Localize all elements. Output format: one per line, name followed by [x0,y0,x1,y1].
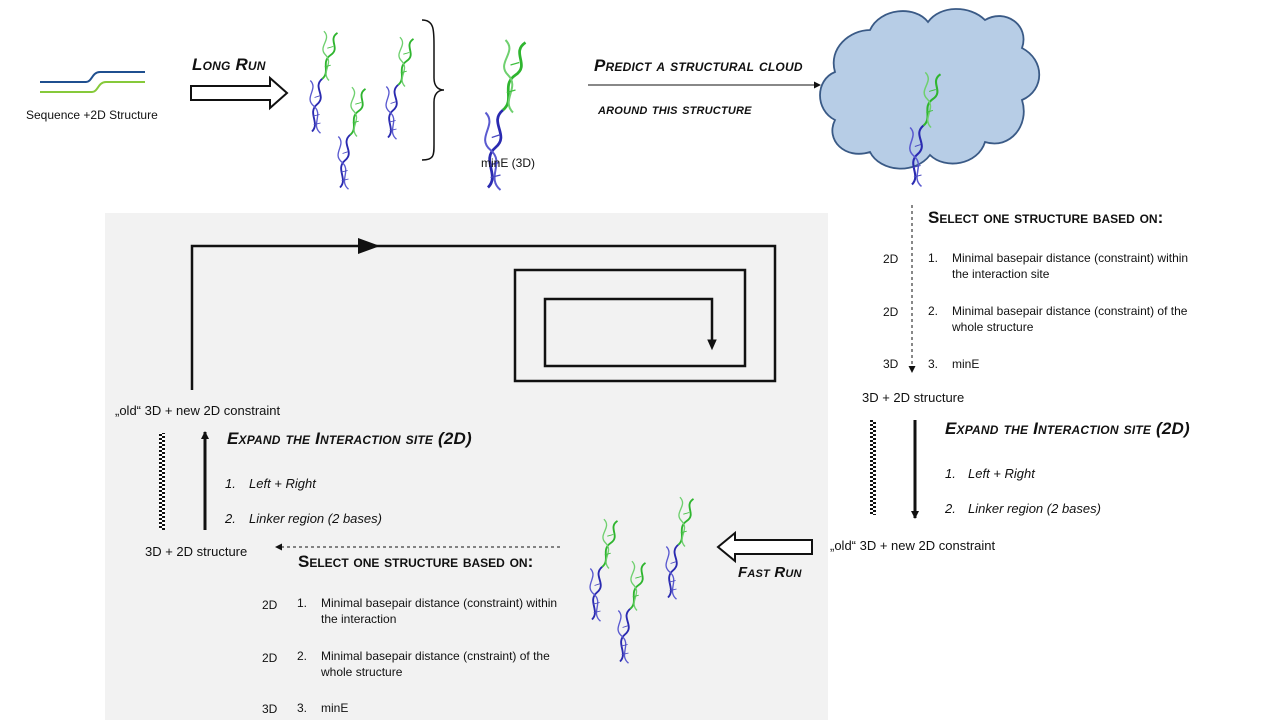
bottom-select-tag-2: 2D [262,651,278,665]
sequence-label: Sequence +2D Structure [26,108,158,122]
right-expand-item-2: Linker region (2 bases) [968,501,1101,516]
checker-bar-right [870,420,876,515]
right-expand-title: Expand the Interaction site (2D) [945,419,1190,438]
left-expand-num-1: 1. [225,476,236,491]
right-select-num-2: 2. [928,304,939,318]
iteration-spiral [190,238,777,390]
left-expand-result: „old“ 3D + new 2D constraint [115,403,281,418]
bottom-select-num-1: 1. [297,596,308,610]
right-expand-item-1: Left + Right [968,466,1035,481]
structural-cloud [819,8,1041,188]
fast-run-arrow [716,530,813,564]
curly-brace [421,19,445,161]
loop-panel [105,213,828,720]
predict-label-line2: around this structure [598,101,752,118]
fast-run-label: Fast Run [738,564,802,581]
long-run-label: Long Run [192,55,266,74]
right-select-item-1: Minimal basepair distance (constraint) w… [952,251,1189,281]
right-select-tag-2: 2D [883,305,899,319]
mine-label: minE (3D) [481,156,536,170]
right-select-item-2: Minimal basepair distance (constraint) o… [952,304,1188,334]
left-expand-num-2: 2. [225,511,236,526]
right-select-tag-3: 3D [883,357,899,371]
bottom-select-num-2: 2. [297,649,308,663]
bottom-select-result: 3D + 2D structure [145,544,248,559]
left-expand-title: Expand the Interaction site (2D) [227,429,472,448]
bottom-select-item-3: minE [321,701,349,715]
left-expand-item-2: Linker region (2 bases) [249,511,382,526]
long-run-arrow [190,75,289,111]
right-select-result: 3D + 2D structure [862,390,965,405]
right-select-item-3: minE [952,357,980,371]
sequence-structure-icon [40,71,145,93]
right-select-title: Select one structure based on: [928,208,1164,227]
right-expand-num-2: 2. [945,501,956,516]
bottom-select-item-2: Minimal basepair distance (cnstraint) of… [321,649,550,679]
bottom-select-tag-1: 2D [262,598,278,612]
right-select-num-1: 1. [928,251,939,265]
right-select-tag-1: 2D [883,252,899,266]
bottom-select-tag-3: 3D [262,702,278,716]
rna-ensemble-top [309,30,415,191]
bottom-select-num-3: 3. [297,701,308,715]
checker-bar-left [159,433,165,530]
right-expand-result: „old“ 3D + new 2D constraint [830,538,996,553]
predict-label-line1: Predict a structural cloud [594,56,803,75]
left-expand-item-1: Left + Right [249,476,316,491]
bottom-select-title: Select one structure based on: [298,552,534,571]
right-select-num-3: 3. [928,357,939,371]
right-expand-num-1: 1. [945,466,956,481]
bottom-select-item-1: Minimal basepair distance (constraint) w… [321,596,558,626]
